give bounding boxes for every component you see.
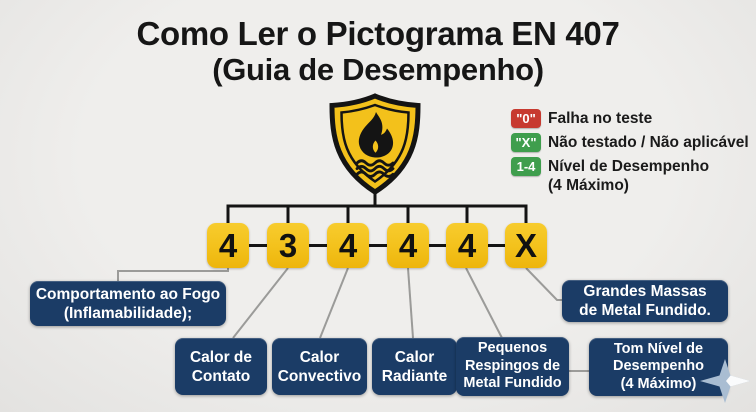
callout-performance-note: Tom Nível de Desempenho (4 Máximo) — [589, 338, 728, 396]
callout-contact-heat: Calor de Contato — [175, 338, 267, 395]
callout-large-masses: Grandes Massas de Metal Fundido. — [562, 280, 728, 322]
level-label: Nível de Desempenho (4 Máximo) — [548, 158, 710, 194]
not-tested-label: Não testado / Não aplicável — [548, 134, 749, 151]
callout-small-splashes: Pequenos Respingos de Metal Fundido — [456, 337, 569, 396]
rating-box-contact-heat: 3 — [267, 223, 309, 268]
not-tested-badge: "X" — [511, 133, 541, 152]
callout-flammability: Comportamento ao Fogo (Inflamabilidade); — [30, 281, 226, 326]
star-sparkle-icon — [700, 359, 750, 403]
page-subtitle: (Guia de Desempenho) — [212, 52, 544, 87]
rating-box-flammability: 4 — [207, 223, 249, 268]
fail-label: Falha no teste — [548, 110, 653, 127]
callout-radiant-heat: Calor Radiante — [372, 338, 457, 395]
fail-badge: "0" — [511, 109, 541, 128]
rating-box-small-splashes: 4 — [446, 223, 488, 268]
legend: "0" Falha no teste "X" Não testado / Não… — [511, 109, 749, 195]
legend-row-not-tested: "X" Não testado / Não aplicável — [511, 133, 749, 152]
rating-box-large-masses: X — [505, 223, 547, 268]
rating-box-convective-heat: 4 — [327, 223, 369, 268]
en407-flame-shield-icon — [329, 93, 421, 195]
page-title: Como Ler o Pictograma EN 407 — [136, 15, 620, 52]
legend-row-level: 1-4 Nível de Desempenho (4 Máximo) — [511, 157, 749, 195]
callout-convective-heat: Calor Convectivo — [272, 338, 367, 395]
level-badge: 1-4 — [511, 157, 541, 176]
legend-row-fail: "0" Falha no teste — [511, 109, 749, 128]
rating-box-radiant-heat: 4 — [387, 223, 429, 268]
